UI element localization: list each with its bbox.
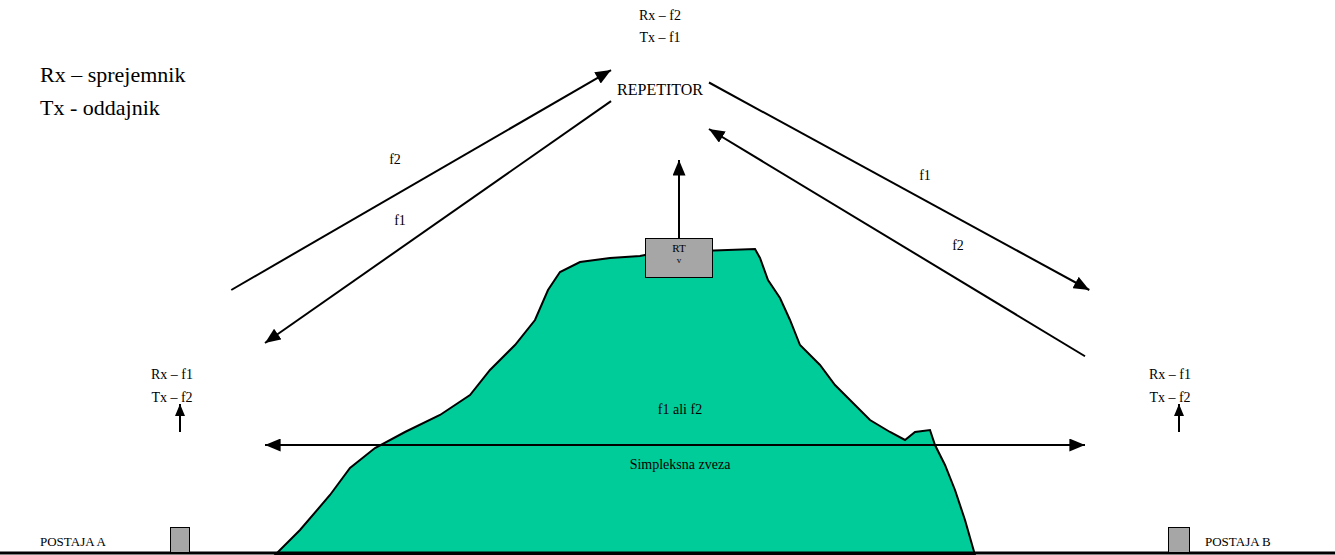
text-holder: Rx – f1 [1149, 367, 1191, 384]
node-text: Rx – f2 [639, 5, 681, 27]
node-text: POSTAJA A [40, 534, 106, 550]
node-text: RT [672, 242, 685, 255]
mountain-shape [275, 250, 975, 555]
station-body [170, 527, 190, 553]
frequency-label: f1 [917, 168, 933, 185]
signal-arrow [709, 83, 1089, 291]
label-holder: Tx - oddajnik [40, 95, 160, 121]
signal-arrow [265, 444, 1085, 446]
rt-box: RTv [645, 238, 713, 278]
text-holder: Rx – f1 [151, 367, 193, 384]
frequency-label: f1 ali f2 [656, 402, 704, 419]
node-text: REPETITOR [617, 79, 703, 101]
text-holder: POSTAJA A [40, 534, 106, 550]
text-holder: Tx – f2 [1149, 390, 1190, 407]
node-text: Simpleksna zveza [630, 457, 731, 474]
text-holder: Simpleksna zveza [630, 457, 731, 474]
repeater-node: Rx – f2Tx – f1 REPETITOR [611, 5, 709, 160]
text-holder: POSTAJA B [1205, 534, 1271, 550]
text-holder: Tx – f2 [151, 390, 192, 407]
antenna-arrow [1178, 404, 1180, 432]
station-body [1168, 527, 1190, 553]
edge-label-holder: f1 ali f2 [656, 402, 704, 419]
legend-note: Rx – sprejemnik [40, 62, 185, 88]
edge-label-holder: f2 [950, 238, 966, 255]
edge-label-holder: f1 [917, 168, 933, 185]
edge-label-holder: f2 [387, 152, 403, 169]
ground-line [0, 552, 1335, 555]
signal-arrow [231, 70, 611, 290]
station-a: Rx – f1 Tx – f2 POSTAJA A [40, 290, 265, 555]
node-text: POSTAJA B [1205, 534, 1271, 550]
node-text: Rx – f1 [151, 367, 193, 384]
frequency-label: f2 [387, 152, 403, 169]
legend-note: Tx - oddajnik [40, 95, 160, 121]
signal-arrow [678, 160, 680, 238]
mountain: Simpleksna zveza [275, 250, 975, 555]
antenna-arrow [179, 404, 181, 432]
frequency-label: f1 [392, 213, 408, 230]
node-text: Tx – f2 [151, 390, 192, 407]
station-b: Rx – f1 Tx – f2 POSTAJA B [1085, 290, 1300, 555]
edge-label-holder: f1 [392, 213, 408, 230]
node-text: Tx – f2 [1149, 390, 1190, 407]
node-text: Tx – f1 [639, 27, 680, 49]
node-text: Rx – f1 [1149, 367, 1191, 384]
node-text: v [677, 255, 682, 265]
label-holder: Rx – sprejemnik [40, 62, 185, 88]
frequency-label: f2 [950, 238, 966, 255]
mountain-outline [275, 249, 975, 555]
